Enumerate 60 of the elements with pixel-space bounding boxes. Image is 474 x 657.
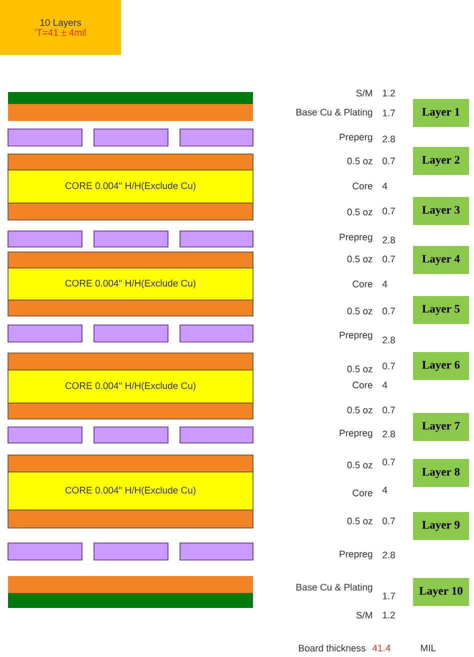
layer-name: 0.5 oz — [347, 462, 372, 468]
layer-name: 0.5 oz — [347, 518, 372, 524]
thickness-value: 2.8 — [382, 552, 395, 558]
layer-name: Preperg — [340, 134, 372, 142]
layer-name: Base Cu & Plating — [296, 108, 372, 118]
layer-label: Layer 9 — [413, 512, 469, 540]
thickness-value: 0.7 — [382, 458, 395, 466]
layer-label: Layer 1 — [413, 99, 469, 127]
layer-name: Core — [352, 182, 372, 190]
layer-label: Layer 6 — [413, 352, 469, 380]
layer-label: Layer 3 — [413, 197, 469, 225]
thickness-value: 1.7 — [382, 110, 395, 116]
thickness-value: 4 — [382, 382, 388, 388]
layer-name: Prepreg — [340, 550, 372, 560]
layer-name: Prepreg — [340, 430, 372, 438]
thickness-value: 1.2 — [382, 612, 395, 618]
layer-name: Core — [352, 490, 372, 496]
thickness-value: 0.7 — [382, 158, 395, 164]
layer-label: Layer 8 — [413, 459, 469, 487]
layer-label: Layer 10 — [413, 578, 469, 606]
thickness-value: 0.7 — [382, 362, 395, 370]
core-laminate: CORE 0.004" H/H(Exclude Cu) — [8, 154, 254, 220]
thickness-value: 2.8 — [382, 430, 395, 438]
thickness-value: 1.7 — [382, 592, 395, 600]
layer-label: Layer 4 — [413, 246, 469, 274]
layer-name: Prepreg — [340, 332, 372, 340]
layer-name: Base Cu & Plating — [296, 584, 372, 592]
thickness-value: 4 — [382, 280, 388, 288]
thickness-value: 2.8 — [382, 236, 395, 244]
layer-label: Layer 7 — [413, 413, 469, 441]
thickness-value: 2.8 — [382, 336, 395, 344]
thickness-value: 0.7 — [382, 208, 395, 214]
layer-name: Core — [352, 382, 372, 388]
layer-name: S/M — [356, 612, 372, 618]
layer-name: 0.5 oz — [347, 256, 372, 262]
layer-name: Core — [352, 280, 372, 288]
layer-name: 0.5 oz — [347, 366, 372, 372]
thickness-value: 0.7 — [382, 406, 395, 414]
layer-name: 0.5 oz — [347, 208, 372, 216]
layer-name: Prepreg — [340, 234, 372, 242]
layer-name: 0.5 oz — [347, 308, 372, 314]
thickness-value: 0.7 — [382, 518, 395, 524]
core-laminate: CORE 0.004" H/H(Exclude Cu) — [8, 252, 254, 316]
layer-name: 0.5 oz — [347, 406, 372, 414]
core-laminate: CORE 0.004" H/H(Exclude Cu) — [8, 352, 254, 420]
title-box: 10 Layers 'T=41 ± 4mil — [0, 0, 121, 56]
layer-label: Layer 2 — [413, 147, 469, 175]
thickness-value: 4 — [382, 486, 388, 494]
thickness-value: 4 — [382, 182, 388, 190]
thickness-value: 1.2 — [382, 90, 395, 96]
layer-name: S/M — [356, 90, 372, 96]
unit-label: MIL — [420, 644, 436, 652]
thickness-value: 0.7 — [382, 256, 395, 262]
total-value: 41.4 — [372, 644, 390, 652]
thickness-value: 2.8 — [382, 136, 395, 142]
layer-name: 0.5 oz — [347, 158, 372, 164]
core-laminate: CORE 0.004" H/H(Exclude Cu) — [8, 454, 254, 528]
layer-label: Layer 5 — [413, 296, 469, 324]
thickness-value: 0.7 — [382, 308, 395, 314]
total-label: Board thickness — [299, 644, 366, 652]
